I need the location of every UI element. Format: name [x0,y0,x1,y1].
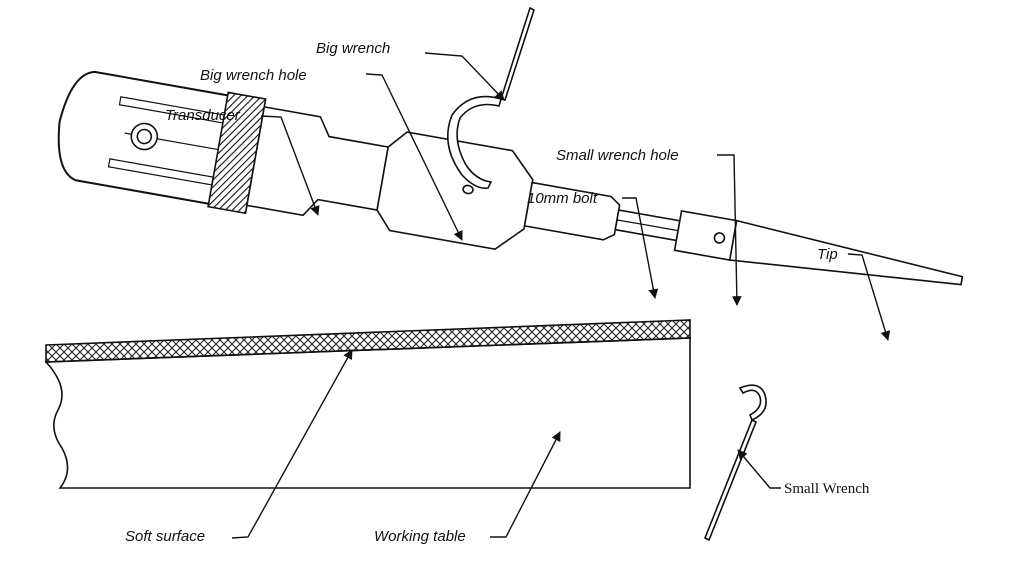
tip-taper [728,219,964,286]
label-big-wrench: Big wrench [316,40,390,57]
horn-section [376,131,534,250]
label-tip: Tip [817,246,838,263]
label-small-wrench: Small Wrench [784,481,870,497]
label-soft-surface: Soft surface [125,528,205,545]
tip-block [673,210,738,261]
label-small-wrench-hole: Small wrench hole [556,147,679,164]
label-transducer: Transducer [165,107,241,124]
working-table [44,337,691,489]
soft-surface [45,319,691,363]
transducer-body [245,105,390,217]
big-wrench-hole-mark [462,184,474,195]
label-big-wrench-hole: Big wrench hole [200,67,307,84]
label-10mm-bolt: 10mm bolt [527,190,598,207]
leader-lines [231,52,891,539]
small-wrench-hole-mark [713,232,726,244]
small-wrench [703,384,767,542]
label-working-table: Working table [374,528,466,545]
big-wrench [446,6,535,190]
transducer-assembly [57,70,964,286]
